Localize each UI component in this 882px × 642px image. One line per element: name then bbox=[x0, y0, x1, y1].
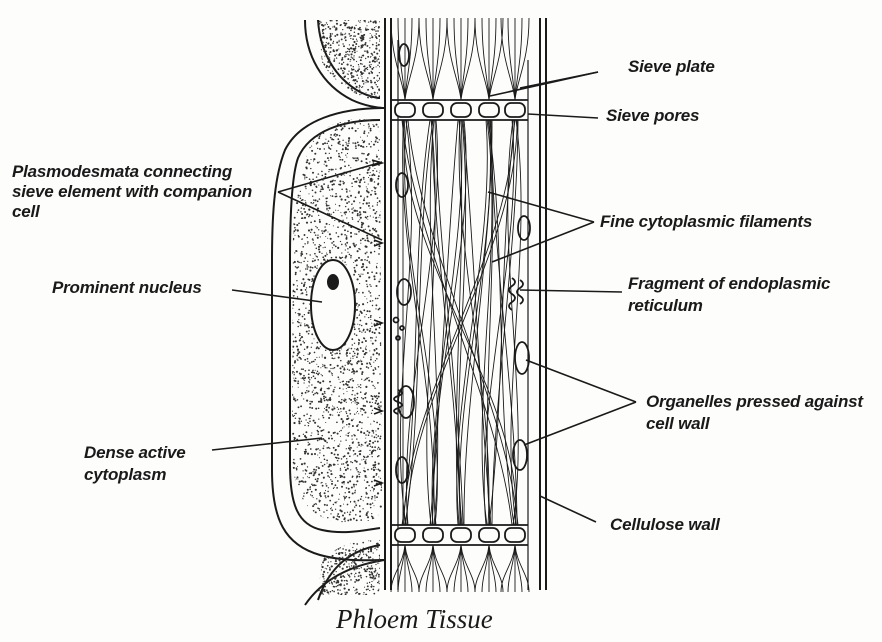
sieve-plate-lower bbox=[392, 525, 528, 545]
label-cellulose-wall: Cellulose wall bbox=[610, 515, 720, 534]
nucleus-shape bbox=[311, 260, 355, 350]
label-plasmodesmata-line3: cell bbox=[12, 202, 40, 221]
label-sieve-plate: Sieve plate bbox=[628, 57, 715, 76]
label-fine-filaments: Fine cytoplasmic filaments bbox=[600, 212, 812, 231]
label-organelles-line2: cell wall bbox=[646, 414, 709, 433]
label-fragment-er-line2: reticulum bbox=[628, 296, 703, 315]
diagram-title: Phloem Tissue bbox=[336, 604, 493, 635]
label-dense-cytoplasm-line2: cytoplasm bbox=[84, 465, 166, 484]
label-organelles-line1: Organelles pressed against bbox=[646, 392, 863, 411]
label-sieve-pores: Sieve pores bbox=[606, 106, 699, 125]
label-plasmodesmata-line2: sieve element with companion bbox=[12, 182, 252, 201]
label-prominent-nucleus: Prominent nucleus bbox=[52, 278, 202, 297]
label-dense-cytoplasm-line1: Dense active bbox=[84, 443, 186, 462]
label-fragment-er-line1: Fragment of endoplasmic bbox=[628, 274, 830, 293]
sieve-plate-upper bbox=[392, 100, 528, 120]
leader-lines bbox=[212, 72, 636, 522]
label-plasmodesmata-line1: Plasmodesmata connecting bbox=[12, 162, 232, 181]
upper-cell-stipple bbox=[314, 17, 386, 109]
lower-cell-stipple bbox=[314, 537, 386, 598]
